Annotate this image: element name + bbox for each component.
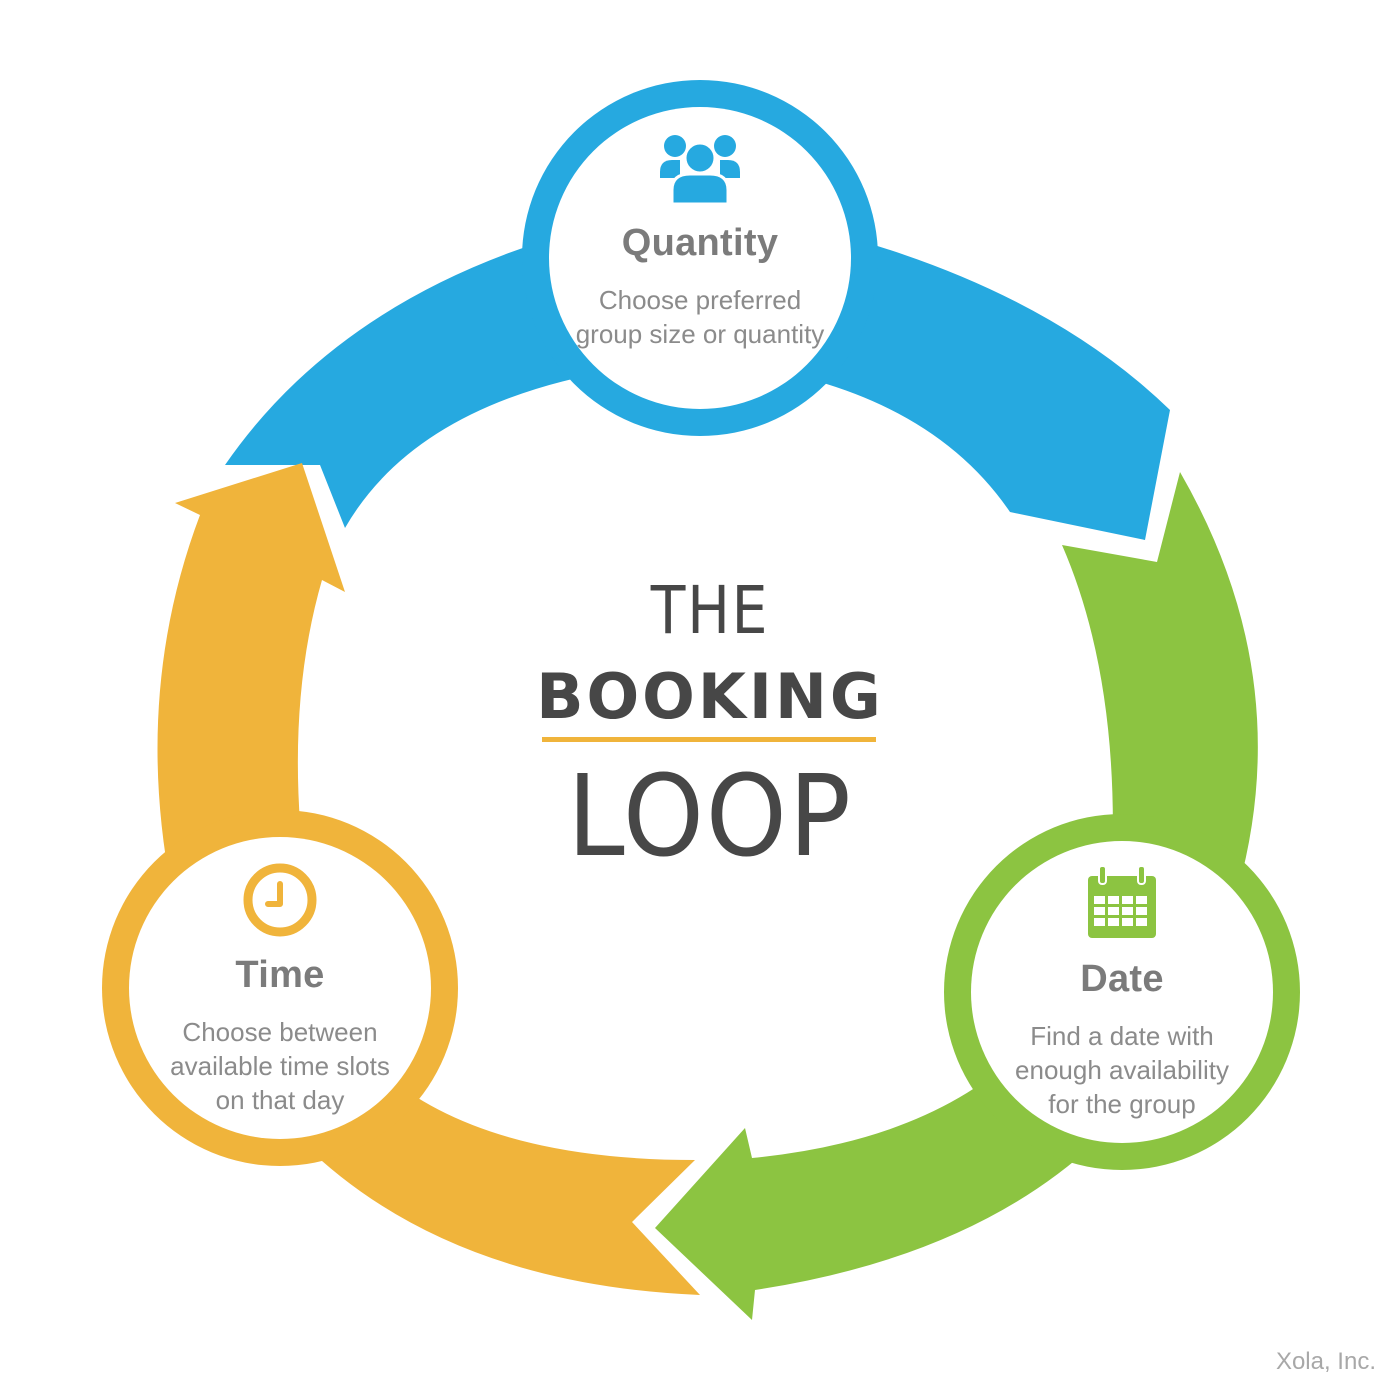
quantity-disk bbox=[549, 107, 851, 409]
quantity-step: Quantity Choose preferred group size or … bbox=[570, 222, 830, 351]
center-divider bbox=[542, 737, 876, 742]
center-title-the: THE bbox=[650, 572, 770, 649]
quantity-title: Quantity bbox=[621, 222, 779, 264]
time-description: Choose between available time slots on t… bbox=[170, 1017, 390, 1115]
date-step: Date Find a date with enough availabilit… bbox=[998, 958, 1246, 1121]
quantity-description: Choose preferred group size or quantity bbox=[575, 285, 825, 349]
calendar-icon bbox=[1088, 865, 1156, 938]
credit-text: Xola, Inc. bbox=[1275, 1348, 1376, 1375]
arc-arrow-blue bbox=[225, 205, 1170, 540]
center-title-booking: BOOKING bbox=[536, 660, 884, 733]
time-step: Time Choose between available time slots… bbox=[154, 954, 406, 1117]
time-title: Time bbox=[235, 954, 325, 996]
clock-icon bbox=[243, 863, 317, 937]
users-icon bbox=[660, 135, 740, 206]
date-title: Date bbox=[1080, 958, 1164, 1000]
center-title-loop: LOOP bbox=[567, 752, 853, 882]
date-description: Find a date with enough availability for… bbox=[1015, 1021, 1229, 1119]
date-disk bbox=[971, 841, 1273, 1143]
time-disk bbox=[129, 837, 431, 1139]
